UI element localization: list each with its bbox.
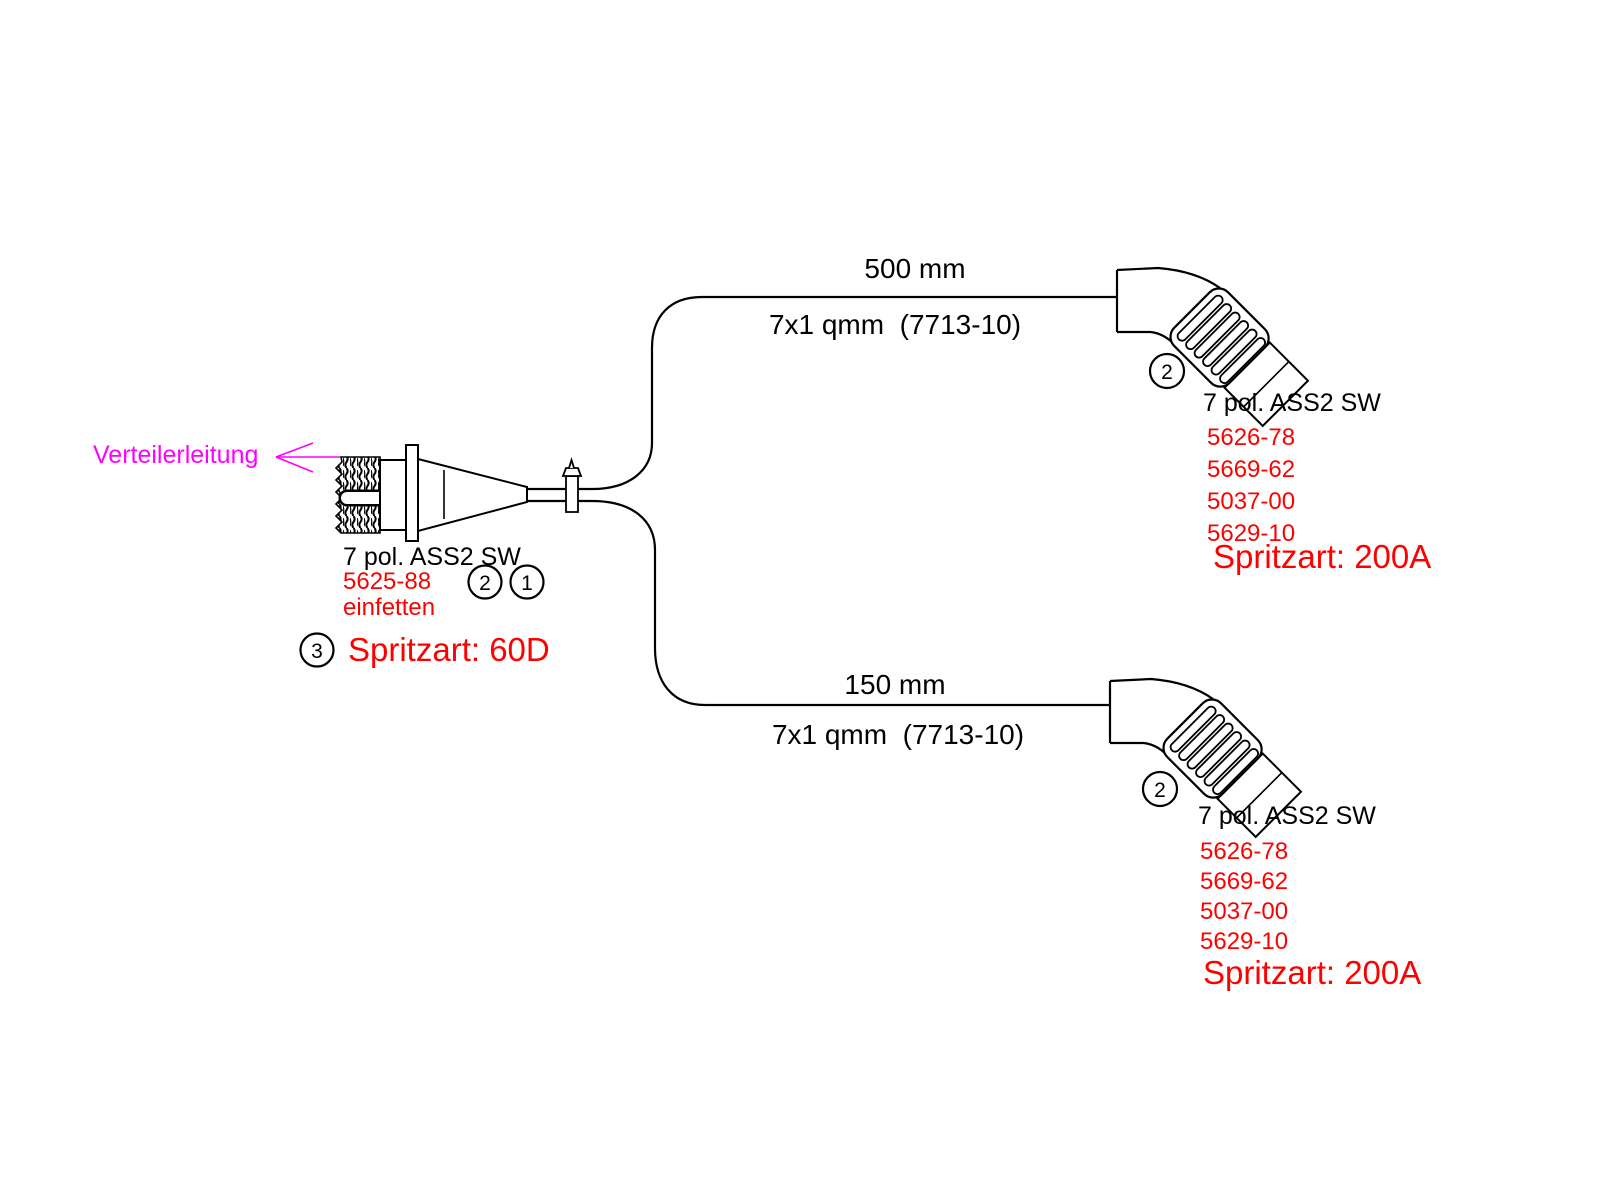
spray-type: Spritzart: 200A bbox=[1203, 954, 1421, 991]
distributor-arrow-icon bbox=[275, 442, 340, 473]
cable-branches bbox=[527, 295, 1117, 707]
callout-number: 2 bbox=[479, 572, 491, 595]
callout-badge-spray: 3 bbox=[299, 632, 335, 668]
ribbed-nut bbox=[1169, 287, 1310, 428]
ribbed-nut bbox=[1162, 698, 1303, 839]
callout-badge-bottom: 2 bbox=[1141, 770, 1179, 808]
connector-name: 7 pol. ASS2 SW bbox=[1203, 389, 1381, 417]
part-number: 5626-78 bbox=[1207, 424, 1295, 451]
callout-badge-top: 2 bbox=[1148, 352, 1186, 390]
part-number: 5669-62 bbox=[1200, 868, 1288, 895]
part-number: 5629-10 bbox=[1200, 928, 1288, 955]
cone-backshell bbox=[417, 457, 528, 533]
part-number: 5626-78 bbox=[1200, 838, 1288, 865]
end-block-divider bbox=[1243, 361, 1290, 408]
branch-bottom-connector-drawing: 2 bbox=[1108, 677, 1303, 839]
callout-number: 3 bbox=[311, 640, 323, 663]
part-number: 5629-10 bbox=[1207, 520, 1295, 547]
spray-type: Spritzart: 200A bbox=[1213, 538, 1431, 575]
source-note: einfetten bbox=[343, 594, 435, 621]
branch-bottom-connector-annotations: 7 pol. ASS2 SW 5626-78 5669-62 5037-00 5… bbox=[1198, 802, 1421, 991]
source-part-number: 5625-88 bbox=[343, 568, 431, 595]
elbow-outer-edge bbox=[1116, 266, 1221, 289]
branch-top-cable bbox=[527, 295, 1117, 491]
connector-body bbox=[379, 459, 408, 531]
branch-top-connector-annotations: 7 pol. ASS2 SW 5626-78 5669-62 5037-00 5… bbox=[1203, 389, 1431, 575]
part-number: 5669-62 bbox=[1207, 456, 1295, 483]
callout-badge-source-b: 1 bbox=[509, 564, 545, 600]
branch-bottom-cable bbox=[527, 499, 1110, 707]
branch-top-cable-label: 7x1 qmm (7713-10) bbox=[769, 309, 1021, 340]
branch-bottom-length-label: 150 mm bbox=[844, 669, 945, 700]
elbow-inner-edge bbox=[1117, 330, 1175, 345]
elbow-outer-edge bbox=[1109, 677, 1214, 700]
source-connector-drawing bbox=[334, 444, 528, 542]
flange-plate bbox=[405, 444, 419, 542]
source-connector-name: 7 pol. ASS2 SW bbox=[343, 543, 521, 571]
part-number: 5037-00 bbox=[1200, 898, 1288, 925]
distributor-label: Verteilerleitung bbox=[93, 441, 258, 469]
source-connector-annotations: 7 pol. ASS2 SW 5625-88 einfetten 2 1 3 S… bbox=[299, 543, 550, 668]
connector-name: 7 pol. ASS2 SW bbox=[1198, 802, 1376, 830]
cable-clamp-icon bbox=[561, 456, 583, 513]
callout-number: 1 bbox=[521, 572, 533, 595]
part-number: 5037-00 bbox=[1207, 488, 1295, 515]
callout-number: 2 bbox=[1154, 779, 1166, 802]
source-spray-type: Spritzart: 60D bbox=[348, 631, 550, 668]
end-block-divider bbox=[1236, 772, 1283, 819]
branch-top-length-label: 500 mm bbox=[864, 253, 965, 284]
branch-top-connector-drawing: 2 bbox=[1115, 266, 1310, 428]
elbow-inner-edge bbox=[1110, 741, 1168, 756]
callout-badge-source-a: 2 bbox=[467, 564, 503, 600]
branch-bottom-cable-label: 7x1 qmm (7713-10) bbox=[772, 719, 1024, 750]
callout-number: 2 bbox=[1161, 361, 1173, 384]
